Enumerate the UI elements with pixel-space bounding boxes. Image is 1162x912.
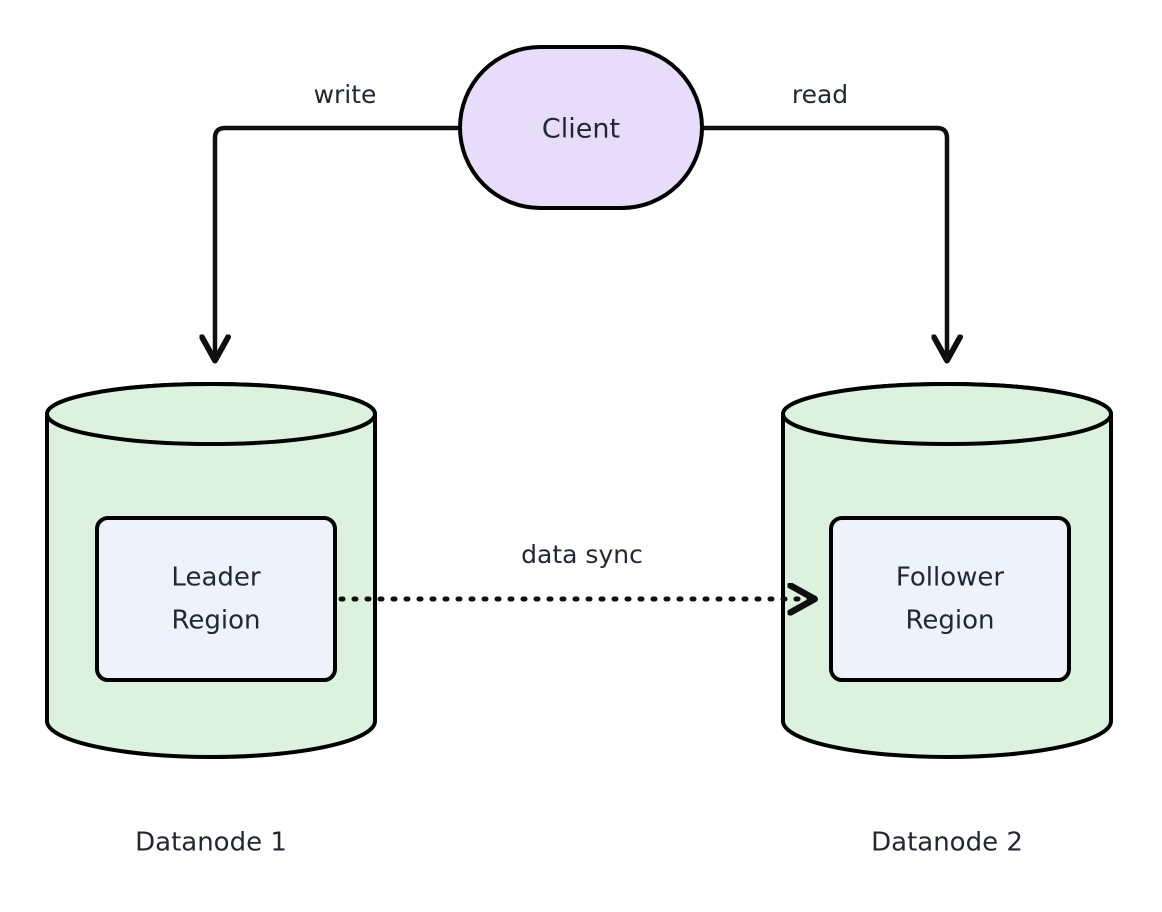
edge-data-sync: data sync <box>338 540 812 599</box>
client-shape <box>458 45 704 210</box>
datanode-1-caption: Datanode 1 <box>135 828 287 858</box>
leader-region-shape <box>95 516 337 682</box>
edge-read-label: read <box>792 80 848 109</box>
edge-read-path <box>702 125 947 358</box>
edge-write: write <box>215 80 460 358</box>
datanode-1-cylinder-top <box>45 382 377 446</box>
follower-region-box[interactable]: Follower Region <box>829 516 1071 682</box>
datanode-2-cylinder-top <box>781 382 1113 446</box>
leader-region-label-line1: Leader <box>171 563 260 593</box>
node-datanode-1[interactable]: Leader Region Datanode 1 <box>45 382 377 858</box>
datanode-2-caption: Datanode 2 <box>871 828 1023 858</box>
node-client[interactable]: Client <box>458 45 704 210</box>
leader-region-box[interactable]: Leader Region <box>95 516 337 682</box>
follower-region-label-line1: Follower <box>896 563 1005 593</box>
edge-read: read <box>702 80 947 358</box>
edge-write-path <box>215 125 460 358</box>
client-label: Client <box>542 114 620 145</box>
edge-data-sync-label: data sync <box>521 540 643 569</box>
edge-write-label: write <box>314 80 377 109</box>
node-datanode-2[interactable]: Follower Region Datanode 2 <box>781 382 1113 858</box>
follower-region-label-line2: Region <box>905 606 994 636</box>
leader-region-label-line2: Region <box>171 606 260 636</box>
follower-region-shape <box>829 516 1071 682</box>
